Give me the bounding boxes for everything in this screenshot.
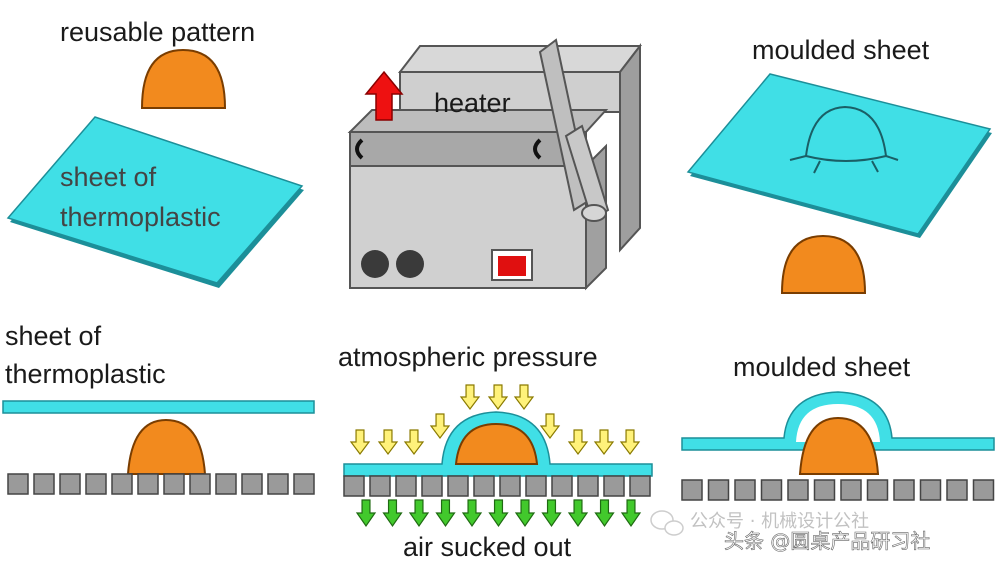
reusable-pattern-dome [140,48,227,109]
lever-pivot [581,204,607,222]
down-arrow-icon [435,499,456,528]
down-arrow-icon [514,499,536,528]
machine-housing-top [397,45,643,73]
down-arrow-icon [593,429,615,455]
vacuum-block [813,479,836,501]
down-arrow-icon [355,499,377,528]
heater-lid-front [349,131,587,167]
control-knob-1 [361,250,389,278]
label-moulded-sheet-bottom: moulded sheet [733,352,911,382]
label-thermoplastic-bottom: thermoplastic [5,359,166,389]
moulded-sheet-top [686,73,992,235]
pattern-dome-bottom-left [126,418,207,475]
down-arrow-icon [377,429,399,455]
down-arrow-icon [620,499,642,528]
watermark: 公众号 · 机械设计公社 头条 @圆桌产品研习社 [650,510,931,553]
vacuum-block [421,475,443,497]
vacuum-block [946,479,968,501]
vacuum-block [369,475,391,497]
vacuum-block [603,475,625,497]
down-arrow-icon [408,499,430,528]
label-thermoplastic-top: thermoplastic [60,202,221,232]
thermoplastic-sheet-top [6,116,304,284]
power-switch [498,256,526,276]
vacuum-block [734,479,756,501]
wechat-icon [650,510,684,536]
label-air-sucked-out: air sucked out [403,532,572,560]
panel-bottom-right: moulded sheet [681,352,995,501]
vacuum-block [525,475,547,497]
down-arrow-icon [349,429,371,455]
down-arrow-icon [459,384,481,410]
panel-top-left: reusable pattern sheet of thermoplastic [6,17,304,288]
vacuum-block [681,479,703,501]
flat-thermoplastic-sheet [2,400,315,414]
down-arrow-icon [382,499,403,528]
vacuum-block [473,475,495,497]
machine-housing-side [619,43,641,253]
moulded-dome-outline [804,105,888,162]
vacuum-block [840,479,862,501]
down-arrow-icon [539,413,561,439]
label-heater: heater [434,88,511,118]
vacuum-block [395,475,417,497]
control-knob-2 [396,250,424,278]
pressure-arrows [349,384,641,455]
heater-clamp-right [533,138,542,160]
vacuum-block [447,475,469,497]
vacuum-block [760,479,783,501]
down-arrow-icon [461,499,483,528]
vacuum-block [551,475,573,497]
down-arrow-icon [567,429,589,455]
label-sheet-of-top: sheet of [60,162,157,192]
lever-arm-lower [564,124,610,222]
down-arrow-icon [429,413,451,439]
label-sheet-of-bottom: sheet of [5,321,102,351]
vacuum-block [629,475,651,497]
vacuum-block [866,479,889,501]
vacuum-table-center [343,475,651,497]
vacuum-block [577,475,599,497]
vacuum-block [707,479,730,501]
pattern-removed-dome [780,234,867,294]
panel-bottom-center: atmospheric pressure air sucked out [338,342,653,562]
label-reusable-pattern: reusable pattern [60,17,255,47]
pattern-dome-bottom-right [798,416,880,475]
pattern-dome-bottom-center [454,422,539,465]
vacuum-block [499,475,521,497]
down-arrow-icon [594,499,615,528]
down-arrow-icon [488,499,509,528]
down-arrow-icon [403,429,425,455]
down-arrow-icon [541,499,562,528]
up-arrow-icon [364,70,404,121]
down-arrow-icon [513,384,535,410]
vacuum-block [893,479,915,501]
vacuum-block [919,479,942,501]
vacuum-block [972,479,995,501]
machine-body-front [349,165,587,289]
moulded-dome-creases [789,155,899,174]
down-arrow-icon [567,499,589,528]
panel-top-right: moulded sheet [686,35,992,294]
suction-arrows [355,499,642,528]
vacuum-table-left [7,473,315,495]
vacuum-table-right [681,479,995,501]
watermark-text: 头条 @圆桌产品研习社 [724,529,930,553]
down-arrow-icon [619,429,641,455]
watermark-faded-text: 公众号 · 机械设计公社 [690,511,869,532]
label-atmospheric-pressure: atmospheric pressure [338,342,598,372]
heater-clamp-left [355,138,364,160]
vacuum-block [343,475,365,497]
down-arrow-icon [487,384,509,410]
panel-bottom-left: sheet of thermoplastic [2,321,315,495]
vacuum-block [787,479,809,501]
label-moulded-sheet-top: moulded sheet [752,35,930,65]
panel-heater-machine: heater [347,38,643,291]
